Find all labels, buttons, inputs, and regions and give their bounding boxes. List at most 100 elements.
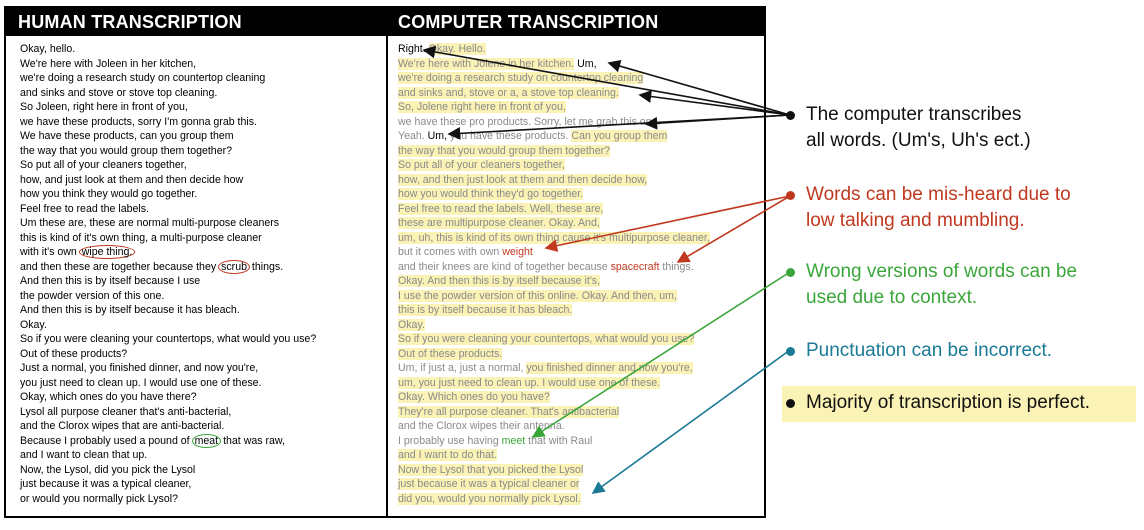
highlighted-text: Feel free to read the labels. Well, thes… [398,202,604,215]
legend-text: used due to context. [806,287,978,308]
human-line: just because it was a typical cleaner, [20,478,192,490]
arrow-to-weight [544,195,791,252]
arrow-to-um-1 [607,59,791,116]
computer-line-text: and their knees are kind of together bec… [398,260,611,273]
human-line: Out of these products? [20,347,128,360]
computer-line: Okay. Which ones do you have? [398,390,758,405]
human-line: Okay. [20,318,47,331]
arrow-to-punctuation [591,349,791,494]
legend-bullet-icon [786,111,795,120]
human-line: and I want to clean that up. [20,449,148,461]
human-line: how, and just look at them and then deci… [20,173,244,186]
human-line-text: things. [248,260,284,273]
computer-line: and their knees are kind of together bec… [398,260,758,275]
human-line: with it's own wipe thing. [20,245,382,260]
highlighted-text: Out of these products. [398,347,503,360]
computer-line-text: Um, if just a, just a normal, [398,362,527,374]
marked-word: Right. [398,43,426,55]
arrow-to-yeah [644,114,791,130]
marked-word: weight [502,246,533,258]
highlighted-text: and I want to do that. [398,449,497,461]
transcription-comparison-table: HUMAN TRANSCRIPTION COMPUTER TRANSCRIPTI… [4,6,766,518]
human-line: the way that you would group them togeth… [20,144,233,157]
computer-line-text: things. [659,260,694,273]
computer-line-text: we have these pro products. Sorry, let m… [398,115,661,128]
human-line: And then this is by itself because I use [20,275,201,287]
computer-line-text: but it comes with own [398,246,503,258]
computer-line: how, and then just look at them and then… [398,173,758,188]
human-line: and then these are together because they… [20,259,382,275]
human-line: Okay, which ones do you have there? [20,391,197,403]
computer-line: Out of these products. [398,347,758,362]
human-line-text: and then these are together because they [20,260,220,273]
computer-line: Now the Lysol that you picked the Lysol [398,463,758,478]
human-line: Feel free to read the labels. [20,202,149,215]
circled-word: scrub [218,259,250,274]
highlighted-text: So put all of your cleaners together, [398,159,565,171]
human-line: So put all of your cleaners together, [20,159,187,171]
legend-item: Punctuation can be incorrect. [806,338,1052,364]
legend-bullet-icon [786,399,795,408]
human-line: Because I probably used a pound of meat … [20,433,382,449]
legend-text: The computer transcribes [806,104,1022,125]
computer-line: They're all purpose cleaner. That's anti… [398,405,758,420]
human-line: We're here with Joleen in her kitchen, [20,57,197,70]
highlighted-text: Okay. And then this is by itself because… [398,275,601,287]
human-transcription-header: HUMAN TRANSCRIPTION [6,8,386,36]
highlighted-text: Okay. Hello. [428,43,486,55]
human-line: Now, the Lysol, did you pick the Lysol [20,463,196,476]
legend-highlight-box [782,386,1136,422]
computer-line: Right. Okay. Hello. [398,42,758,57]
computer-line: and the Clorox wipes their antenna. [398,419,758,434]
human-line: the powder version of this one. [20,289,165,302]
human-line-text: Because I probably used a pound of [20,434,193,447]
computer-line: but it comes with own weight [398,245,758,260]
computer-line: um, you just need to clean up. I would u… [398,376,758,391]
human-line: you just need to clean up. I would use o… [20,376,262,389]
computer-line: these are multipurpose cleaner. Okay. An… [398,216,758,231]
human-line: we're doing a research study on countert… [20,72,266,84]
human-line: So Joleen, right here in front of you, [20,101,188,113]
computer-line: and sinks and, stove or a, a stove top c… [398,86,758,101]
human-line: Um these are, these are normal multi-pur… [20,217,280,229]
human-line: Lysol all purpose cleaner that's anti-ba… [20,405,232,418]
computer-line: So, Jolene right here in front of you, [398,100,758,115]
highlighted-text: We're here with Jolene in her kitchen. [398,57,575,70]
legend-item: Majority of transcription is perfect. [806,390,1090,416]
computer-line: how you would think they'd go together. [398,187,758,202]
computer-line-text: I probably use having [398,434,502,447]
computer-line: this is by itself because it has bleach. [398,303,758,318]
highlighted-text: Okay. [398,318,425,331]
computer-line: Feel free to read the labels. Well, thes… [398,202,758,217]
marked-word: meet [501,434,526,447]
marked-word: spacecraft [610,260,660,273]
computer-line-text: and the Clorox wipes their antenna. [398,420,565,432]
column-divider [386,8,388,516]
legend-bullet-icon [786,268,795,277]
computer-line: So put all of your cleaners together, [398,158,758,173]
arrow-to-meet [531,271,791,438]
highlighted-text: these are multipurpose cleaner. Okay. An… [398,217,600,229]
computer-line: I use the powder version of this online.… [398,289,758,304]
highlighted-text: and sinks and, stove or a, a stove top c… [398,86,619,99]
computer-line: just because it was a typical cleaner or [398,477,758,492]
legend-bullet-icon [786,347,795,356]
human-line: And then this is by itself because it ha… [20,304,240,316]
marked-word: Um, [577,57,597,70]
human-line: this is kind of it's own thing, a multi-… [20,231,262,244]
arrow-to-spacecraft [676,195,791,263]
highlighted-text: Okay. Which ones do you have? [398,391,550,403]
legend-text: low talking and mumbling. [806,210,1025,231]
legend-text: Majority of transcription is perfect. [806,392,1091,413]
highlighted-text: the way that you would group them togeth… [398,144,611,157]
legend-text: all words. (Um's, Uh's ect.) [806,130,1031,151]
computer-line: did you, would you normally pick Lysol. [398,492,758,507]
highlighted-text: So if you were cleaning your countertops… [398,333,695,345]
highlighted-text: did you, would you normally pick Lysol. [398,492,581,505]
computer-line: um, uh, this is kind of its own thing ca… [398,231,758,246]
computer-line: we're doing a research study on countert… [398,71,758,86]
highlighted-text: um, you just need to clean up. I would u… [398,376,661,389]
